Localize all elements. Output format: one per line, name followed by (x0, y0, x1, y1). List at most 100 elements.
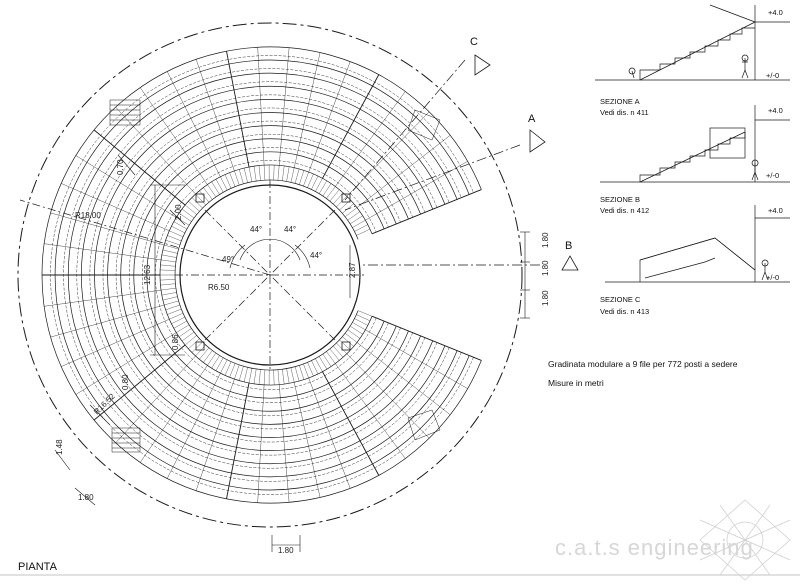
inner-step (195, 193, 206, 206)
dim-200: 2.00 (174, 204, 183, 220)
dim-180: 1.80 (278, 546, 294, 555)
inner-step (162, 249, 178, 254)
dim-287: 2.87 (348, 262, 357, 278)
radial-aisle (322, 74, 380, 179)
angle-label: 44° (250, 225, 262, 234)
radial-aisle (371, 315, 482, 361)
dim-span: 12.63 (143, 264, 152, 285)
radial-aisle (115, 355, 196, 443)
inner-step (356, 314, 371, 321)
inner-step (336, 196, 347, 208)
radial-aisle (61, 183, 170, 231)
radial-aisle (356, 135, 451, 208)
radial-aisle (346, 353, 430, 439)
inner-step (253, 368, 257, 384)
level-top: +4.0 (768, 8, 783, 17)
inner-step (171, 316, 185, 324)
radial-aisle (115, 107, 196, 195)
seat-row (50, 55, 474, 495)
inner-step (224, 174, 232, 189)
dimension-lines (54, 154, 530, 552)
radial-aisle (308, 377, 351, 489)
stair-hatch (109, 99, 441, 453)
inner-step (282, 369, 285, 385)
inner-step (207, 184, 217, 197)
inner-step (164, 244, 179, 250)
inner-step (311, 360, 319, 375)
inner-step (160, 264, 176, 267)
radial-aisle (356, 342, 451, 415)
vomitory-marker (341, 193, 351, 203)
inner-step (203, 350, 213, 363)
radial-aisle (50, 304, 165, 338)
radial-aisle (195, 379, 235, 491)
radial-aisle (294, 382, 321, 498)
inner-step (165, 240, 180, 246)
inner-step (299, 365, 305, 380)
dim-180: 1.80 (541, 290, 550, 306)
angle-arc (239, 238, 301, 261)
radial-aisle (50, 212, 165, 246)
inner-step (181, 208, 195, 219)
inner-step (203, 187, 213, 200)
triangle-icon (474, 54, 491, 76)
inner-step (160, 279, 176, 281)
cats-logo: c.a.t.s engineering (555, 499, 791, 581)
inner-step (339, 199, 351, 211)
inner-step (352, 322, 366, 330)
radial-aisle (140, 365, 208, 463)
dim-070: 0.70 (116, 159, 125, 175)
inner-step (333, 192, 344, 205)
note-seating: Gradinata modulare a 9 file per 772 post… (548, 359, 738, 369)
seat-row (115, 120, 413, 430)
level-top: +4.0 (768, 106, 783, 115)
dim-080: 0.80 (121, 374, 130, 390)
inner-step (239, 169, 244, 184)
radial-aisle (93, 129, 186, 206)
inner-step (307, 173, 314, 188)
inner-step (160, 287, 176, 291)
angle-label: 49° (222, 255, 234, 264)
logo-star-icon (699, 499, 791, 581)
inner-step (347, 329, 361, 339)
inner-step (342, 336, 354, 347)
radial-aisle (279, 47, 290, 166)
dim-inner-radius: R6.50 (208, 283, 230, 292)
inner-step (191, 197, 203, 209)
inner-step (224, 361, 232, 376)
inner-step (318, 180, 328, 194)
plan-title: PIANTA (18, 561, 58, 573)
outer-dashed-circle (17, 22, 523, 528)
seat-row (155, 160, 377, 390)
inner-step (248, 368, 253, 384)
vomitory-marker (195, 341, 205, 351)
inner-step (199, 347, 210, 360)
inner-step (179, 212, 192, 222)
radial-aisle (167, 71, 221, 177)
section-marker-b[interactable]: B (561, 240, 579, 271)
logo-text: c.a.t.s engineering (555, 535, 754, 560)
inner-step (322, 353, 332, 367)
seat-row (76, 81, 450, 469)
inner-step (234, 364, 240, 380)
radial-aisle (335, 363, 406, 459)
inner-step (165, 304, 180, 310)
inner-step (167, 235, 182, 242)
inner-step (286, 368, 290, 384)
inner-step (354, 224, 368, 232)
inner-step (258, 165, 261, 181)
inner-step (188, 201, 200, 212)
section-marker-c[interactable]: C (470, 36, 491, 76)
person-figure (751, 159, 759, 181)
inner-step (273, 369, 275, 385)
radial-aisle (257, 384, 265, 503)
section-label: B (565, 240, 572, 252)
person-figure (741, 54, 749, 79)
inner-step (243, 367, 248, 382)
radial-aisle (44, 243, 162, 261)
section-marker-a[interactable]: A (528, 113, 546, 153)
inner-step (229, 363, 236, 378)
angle-arc (294, 244, 311, 269)
inner-step (311, 175, 319, 190)
inner-step (273, 165, 275, 181)
